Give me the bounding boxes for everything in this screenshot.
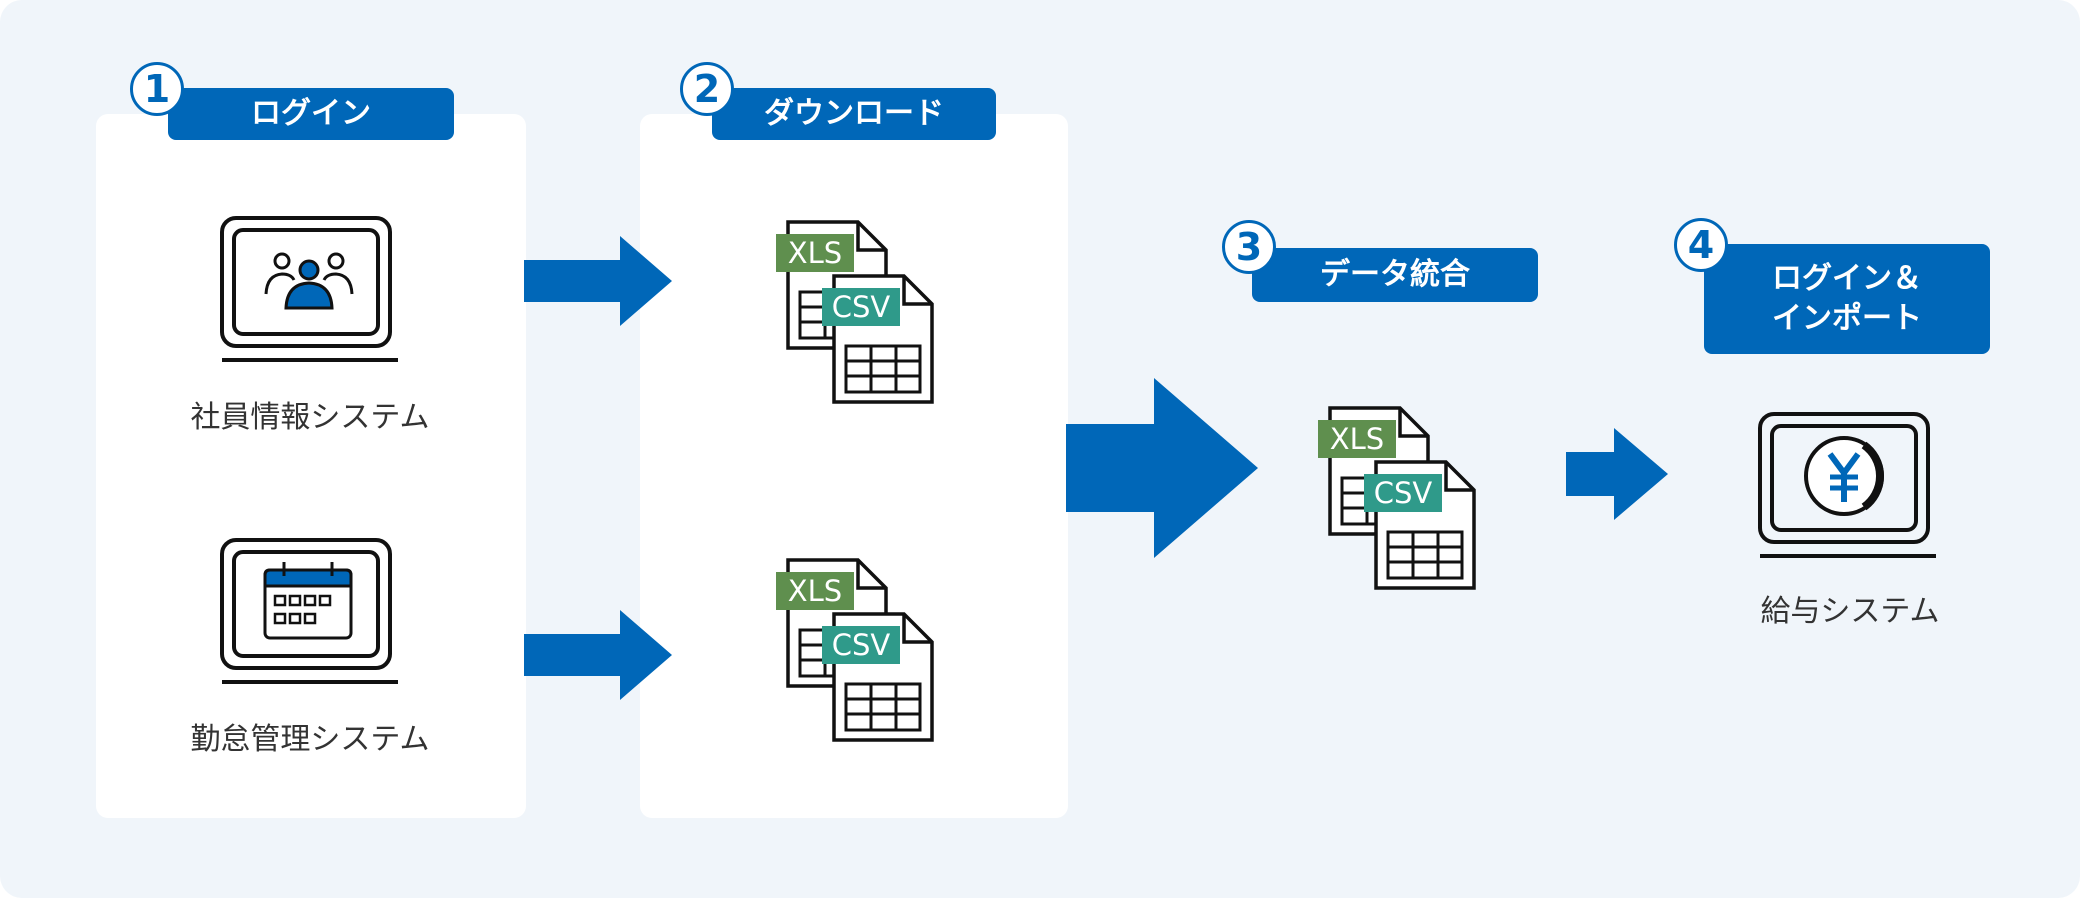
csv-file-icon-label: CSV (832, 628, 891, 662)
arrow-right-icon (524, 236, 672, 326)
csv-file-icon-tag (822, 626, 900, 664)
xls-file-icon-label: XLS (788, 236, 842, 270)
yen-monitor-icon (1758, 412, 1936, 558)
people-monitor-icon (220, 216, 398, 362)
arrow-right-icon (1066, 378, 1258, 558)
step-1-badge: 1 (130, 62, 184, 116)
calendar-monitor-icon (220, 538, 398, 684)
step-2-badge: 2 (680, 62, 734, 116)
step-4-badge: 4 (1674, 218, 1728, 272)
csv-file-icon-tag (1364, 474, 1442, 512)
csv-file-icon: CSV (822, 274, 934, 404)
csv-file-icon: CSV (1364, 460, 1476, 590)
step-3-title: データ統合 (1252, 248, 1538, 302)
arrow-right-icon (524, 610, 672, 700)
arrow-right-icon (1566, 428, 1668, 520)
csv-file-icon-label: CSV (1374, 476, 1433, 510)
xls-csv-files-icon: XLS CSV (776, 220, 934, 404)
xls-file-icon-tag (1318, 420, 1396, 458)
step-2-title: ダウンロード (712, 88, 996, 140)
csv-file-icon-label: CSV (832, 290, 891, 324)
step-4-title: ログイン＆ インポート (1704, 244, 1990, 354)
step-4-title-line1: ログイン＆ (1772, 260, 1922, 296)
employee-system-label: 社員情報システム (190, 400, 430, 435)
xls-file-icon-label: XLS (788, 574, 842, 608)
attendance-system-label: 勤怠管理システム (190, 722, 430, 757)
xls-csv-files-icon: XLS CSV (776, 558, 934, 742)
csv-file-icon-tag (822, 288, 900, 326)
xls-csv-files-icon: XLS CSV (1318, 406, 1476, 590)
csv-file-icon: CSV (822, 612, 934, 742)
step-4-title-line2: インポート (1772, 301, 1922, 336)
xls-file-icon-label: XLS (1330, 422, 1384, 456)
payroll-system-label: 給与システム (1760, 594, 1940, 629)
step-1-title: ログイン (168, 88, 454, 140)
xls-file-icon-tag (776, 572, 854, 610)
xls-file-icon-tag (776, 234, 854, 272)
step-3-badge: 3 (1222, 220, 1276, 274)
